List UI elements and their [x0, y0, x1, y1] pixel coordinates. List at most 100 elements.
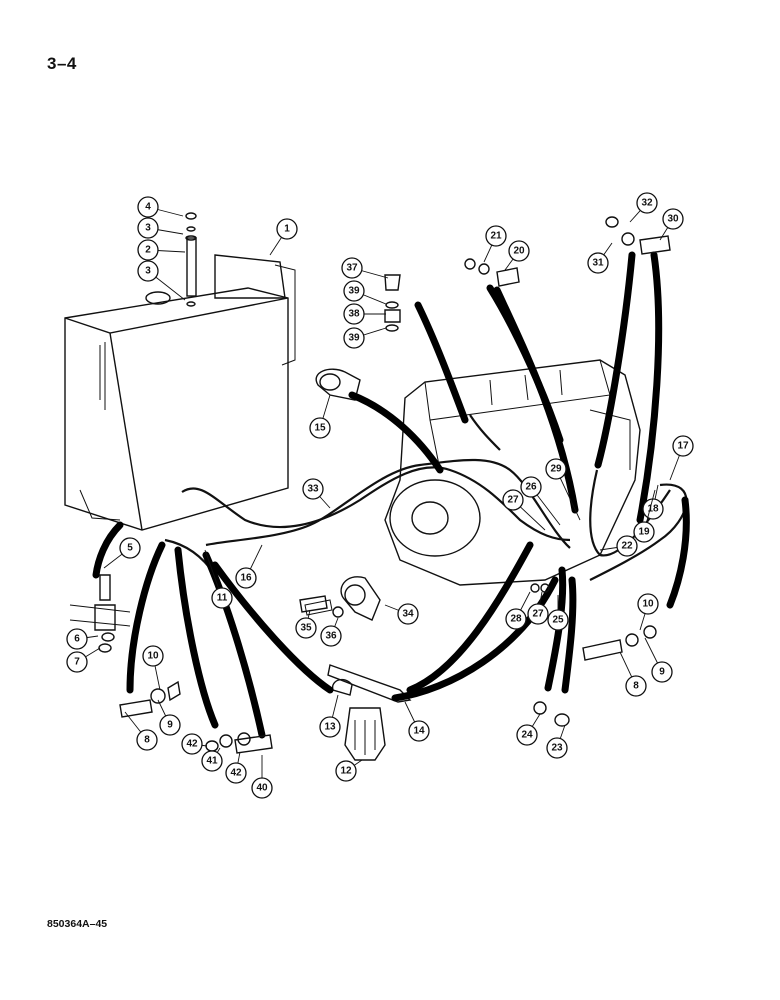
callout-number: 5 — [127, 543, 133, 554]
callout-number: 22 — [621, 541, 633, 552]
callout-5: 4 — [137, 196, 184, 218]
callout-41: 36 — [320, 617, 342, 647]
callout-circle — [508, 240, 530, 262]
callout-19: 15 — [309, 394, 331, 439]
callout-49: 42 — [225, 751, 247, 784]
callout-number: 6 — [74, 634, 80, 645]
callout-circle — [137, 196, 159, 218]
callout-circle — [637, 593, 659, 615]
callout-number: 38 — [348, 309, 360, 320]
callout-circle — [343, 280, 365, 302]
callout-number: 13 — [324, 722, 336, 733]
callout-circle — [343, 327, 365, 349]
callout-circle — [625, 675, 647, 697]
callout-48: 42 — [181, 733, 208, 755]
callout-7: 6 — [66, 628, 99, 650]
callout-number: 14 — [413, 726, 425, 737]
figure-id: 850364A–45 — [47, 918, 108, 930]
callout-number: 21 — [490, 231, 502, 242]
callout-1: 1 — [269, 218, 298, 256]
callout-number: 10 — [642, 599, 654, 610]
callout-circle — [309, 417, 331, 439]
callout-circle — [633, 521, 655, 543]
callout-circle — [516, 724, 538, 746]
callout-number: 26 — [525, 482, 537, 493]
callout-number: 1 — [284, 224, 290, 235]
callout-circle — [636, 192, 658, 214]
page-number: 3–4 — [47, 54, 77, 73]
callout-number: 24 — [521, 730, 533, 741]
filler-neck-parts — [185, 212, 197, 307]
callout-number: 28 — [510, 614, 522, 625]
callout-number: 4 — [145, 202, 151, 213]
callout-circle — [137, 239, 159, 261]
callout-37: 32 — [629, 192, 658, 223]
callout-number: 17 — [677, 441, 689, 452]
callout-circle — [201, 750, 223, 772]
callout-10: 8 — [619, 651, 647, 697]
callout-circle — [137, 260, 159, 282]
callout-number: 42 — [186, 739, 198, 750]
callout-circle — [520, 476, 542, 498]
callout-number: 31 — [592, 258, 604, 269]
callout-number: 39 — [348, 286, 360, 297]
callout-number: 18 — [647, 504, 659, 515]
callout-circle — [276, 218, 298, 240]
callout-number: 19 — [638, 527, 650, 538]
callout-number: 41 — [206, 756, 218, 767]
callout-number: 30 — [667, 214, 679, 225]
callout-circle — [587, 252, 609, 274]
callout-number: 10 — [147, 651, 159, 662]
callout-6: 5 — [103, 537, 141, 569]
callout-number: 33 — [307, 484, 319, 495]
callout-3: 3 — [137, 217, 184, 239]
callout-number: 8 — [144, 735, 150, 746]
callout-circle — [137, 217, 159, 239]
callout-circle — [505, 608, 527, 630]
callout-11: 9 — [157, 699, 181, 736]
callout-number: 12 — [340, 766, 352, 777]
callout-number: 27 — [532, 609, 544, 620]
callout-circle — [211, 587, 233, 609]
callout-number: 3 — [145, 266, 151, 277]
callout-29: 25 — [547, 595, 569, 631]
callout-31: 27 — [502, 489, 546, 531]
callout-circle — [547, 609, 569, 631]
callout-number: 2 — [145, 245, 151, 256]
callout-25: 21 — [483, 225, 507, 263]
callout-circle — [181, 733, 203, 755]
callout-32: 27 — [527, 591, 549, 625]
callout-number: 16 — [240, 573, 252, 584]
callout-12: 9 — [644, 637, 673, 683]
callout-circle — [502, 489, 524, 511]
callout-circle — [335, 760, 357, 782]
callout-number: 9 — [659, 667, 665, 678]
callout-circle — [66, 651, 88, 673]
callout-4: 3 — [137, 260, 186, 301]
callout-18: 14 — [404, 701, 430, 742]
leader-bands — [92, 251, 690, 739]
callout-number: 3 — [145, 223, 151, 234]
callout-number: 8 — [633, 681, 639, 692]
callout-46: 40 — [251, 755, 273, 799]
callout-circle — [651, 661, 673, 683]
callout-47: 41 — [201, 747, 223, 772]
callout-21: 17 — [669, 435, 694, 481]
callout-circle — [546, 737, 568, 759]
callout-number: 36 — [325, 631, 337, 642]
callout-27: 23 — [546, 724, 568, 759]
callout-number: 20 — [513, 246, 525, 257]
callout-circle — [302, 478, 324, 500]
callout-number: 40 — [256, 783, 268, 794]
callout-39: 34 — [384, 603, 419, 625]
callout-number: 34 — [402, 609, 414, 620]
callout-42: 37 — [341, 257, 389, 279]
callout-13: 10 — [142, 645, 164, 691]
callout-circle — [320, 625, 342, 647]
callout-number: 9 — [167, 720, 173, 731]
callout-26: 22 — [599, 535, 638, 557]
callout-circle — [527, 603, 549, 625]
callout-35: 30 — [659, 208, 684, 241]
callout-circle — [343, 303, 365, 325]
